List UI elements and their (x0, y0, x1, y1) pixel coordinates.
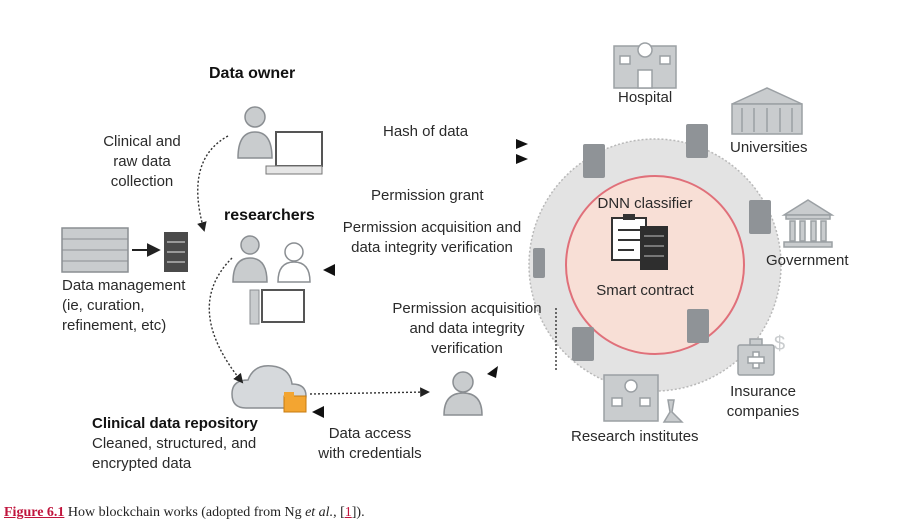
data-management-label: Data management (ie, curation, refinemen… (62, 276, 185, 336)
permission-top-line-2: data integrity verification (351, 239, 513, 256)
blockchain-diagram: $ (61, 42, 835, 423)
permission-bottom-line-1: Permission acquisition (392, 300, 542, 317)
insurance-line-1: Insurance (730, 383, 796, 400)
smart-contract-label: Smart contract (596, 282, 694, 299)
repository-title: Clinical data repository (92, 415, 258, 432)
figure-label-link[interactable]: Figure 6.1 (4, 505, 65, 520)
university-icon (731, 87, 803, 135)
clinical-collection-label: Clinical and raw data collection (92, 132, 192, 192)
insurance-line-2: companies (726, 403, 800, 420)
dnn-classifier-label: DNN classifier (597, 195, 693, 212)
insurance-label: Insurance companies (715, 382, 811, 422)
clinical-line-2: raw data (113, 153, 171, 170)
flow-connectors (197, 135, 557, 398)
pointer-arrows (312, 139, 528, 418)
cloud-repository-icon (231, 365, 307, 413)
permission-grant-label: Permission grant (371, 187, 484, 204)
data-owner-icon (237, 106, 323, 175)
researchers-label: researchers (224, 207, 315, 224)
permission-acquisition-top-label: Permission acquisition and data integrit… (332, 218, 532, 258)
permission-bottom-line-2: and data integrity (409, 320, 525, 337)
management-line-2: (ie, curation, (62, 297, 145, 314)
hospital-icon (613, 42, 677, 89)
caption-mid: , [ (333, 505, 345, 520)
permission-top-line-1: Permission acquisition and (342, 219, 522, 236)
repository-label: Clinical data repository Cleaned, struct… (92, 414, 258, 474)
hospital-label: Hospital (618, 89, 673, 106)
caption-text: How blockchain works (adopted from Ng (64, 505, 306, 520)
permission-bottom-line-3: verification (431, 340, 503, 357)
data-table-icon (61, 227, 129, 273)
management-line-3: refinement, etc) (62, 317, 167, 334)
svg-text:$: $ (774, 333, 785, 355)
figure-caption: Figure 6.1 How blockchain works (adopted… (4, 505, 365, 521)
server-icon (533, 124, 771, 361)
user-icon (443, 371, 483, 416)
data-access-line-1: Data access (328, 425, 412, 442)
clipboard-server-icon (611, 214, 668, 270)
permission-acquisition-bottom-label: Permission acquisition and data integrit… (382, 299, 552, 359)
repository-desc-2: encrypted data (92, 455, 192, 472)
government-icon (781, 199, 835, 248)
data-access-label: Data access with credentials (300, 424, 440, 464)
clinical-line-3: collection (110, 173, 174, 190)
hash-of-data-label: Hash of data (383, 123, 469, 140)
insurance-icon: $ (737, 333, 785, 376)
research-institutes-label: Research institutes (571, 428, 699, 445)
universities-label: Universities (730, 139, 808, 156)
clinical-line-1: Clinical and (103, 133, 181, 150)
reference-link[interactable]: 1 (344, 505, 352, 520)
server-stack-icon (164, 232, 188, 272)
caption-et-al: et al. (305, 505, 334, 520)
caption-end: ]). (351, 505, 365, 520)
government-label: Government (766, 252, 849, 269)
management-line-1: Data management (62, 277, 186, 294)
data-access-line-2: with credentials (318, 445, 422, 462)
research-institute-icon (603, 374, 684, 423)
repository-desc-1: Cleaned, structured, and (92, 435, 257, 452)
data-owner-label: Data owner (209, 65, 296, 82)
researchers-icon (232, 235, 311, 325)
